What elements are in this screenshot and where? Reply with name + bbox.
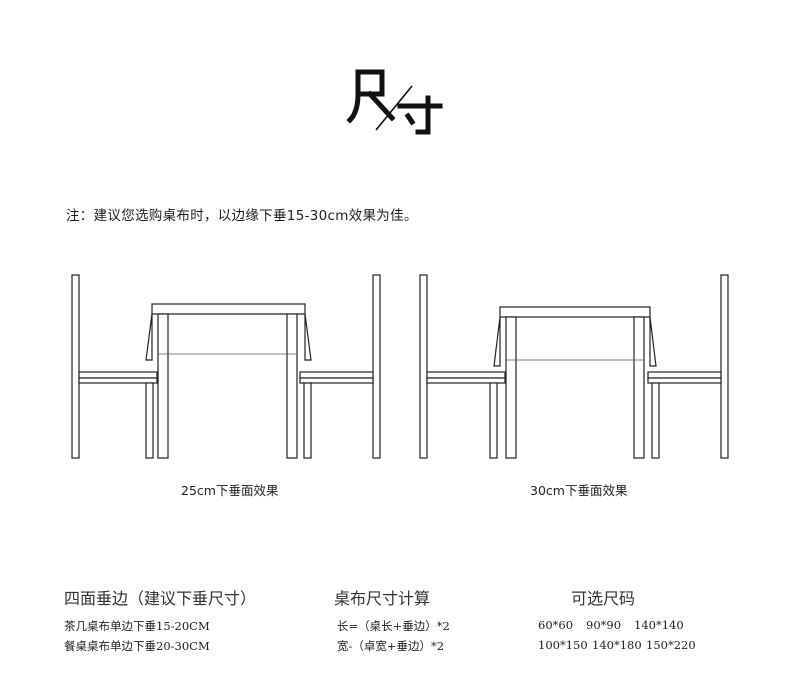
drop-heading: 四面垂边（建议下垂尺寸） (64, 589, 257, 608)
drop-line-2: 餐桌桌布单边下垂20-30CM (64, 639, 210, 653)
size-option: 60*60 (538, 618, 574, 632)
calc-line-width: 宽-（卓宽+垂边）*2 (337, 639, 445, 653)
title-slash (375, 85, 413, 131)
size-option: 140*180 (592, 638, 642, 652)
caption-30cm: 30cm下垂面效果 (530, 483, 628, 498)
title-logo (346, 69, 443, 135)
size-option: 150*220 (646, 638, 696, 652)
drop-line-1: 茶几桌布单边下垂15-20CM (64, 619, 210, 633)
size-option: 90*90 (586, 618, 622, 632)
size-option: 100*150 (538, 638, 588, 652)
title-char-chi (346, 69, 396, 124)
caption-25cm: 25cm下垂面效果 (181, 483, 279, 498)
sizes-heading: 可选尺码 (571, 589, 636, 608)
calc-line-length: 长=（桌长+垂边）*2 (337, 619, 450, 633)
note-text: 注：建议您选购桌布时，以边缘下垂15-30cm效果为佳。 (66, 208, 418, 224)
size-option: 140*140 (634, 618, 684, 632)
table-illustration-30cm (419, 274, 729, 459)
title-char-cun (397, 95, 443, 135)
table-illustration-25cm (71, 274, 381, 459)
calc-heading: 桌布尺寸计算 (334, 589, 431, 608)
